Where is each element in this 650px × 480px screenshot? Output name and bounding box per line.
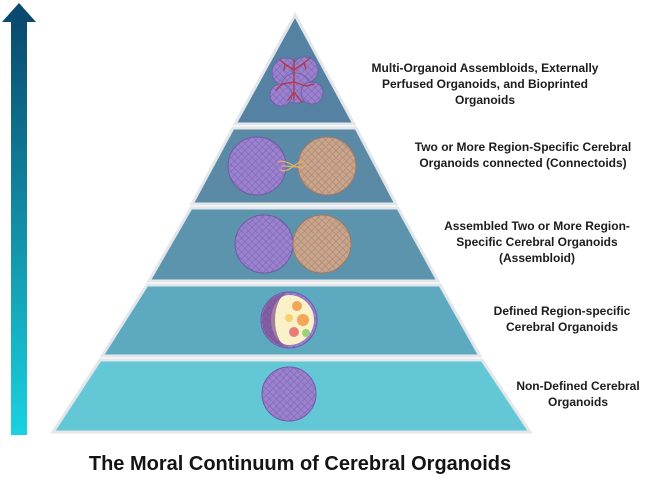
bioprinted-assembloid-icon bbox=[269, 56, 324, 107]
tier-5-label: Non-Defined Cerebral Organoids bbox=[516, 379, 640, 409]
continuum-arrow bbox=[2, 3, 36, 435]
assembloid-icon bbox=[234, 214, 352, 274]
figure-title: The Moral Continuum of Cerebral Organoid… bbox=[88, 453, 512, 475]
arrow-shaft bbox=[11, 20, 27, 435]
arrow-head-icon bbox=[2, 3, 36, 22]
tier-2-label: Two or More Region-Specific Cerebral Org… bbox=[414, 140, 632, 170]
tier-3-label: Assembled Two or More Region-Specific Ce… bbox=[444, 219, 630, 265]
region-specific-organoid-icon bbox=[260, 291, 318, 349]
tier-4-label: Defined Region-specific Cerebral Organoi… bbox=[493, 304, 631, 334]
tier-1-label: Multi-Organoid Assembloids, Externally P… bbox=[371, 61, 599, 107]
organoid-sphere-icon bbox=[261, 366, 317, 422]
connectoid-icon bbox=[227, 136, 357, 196]
